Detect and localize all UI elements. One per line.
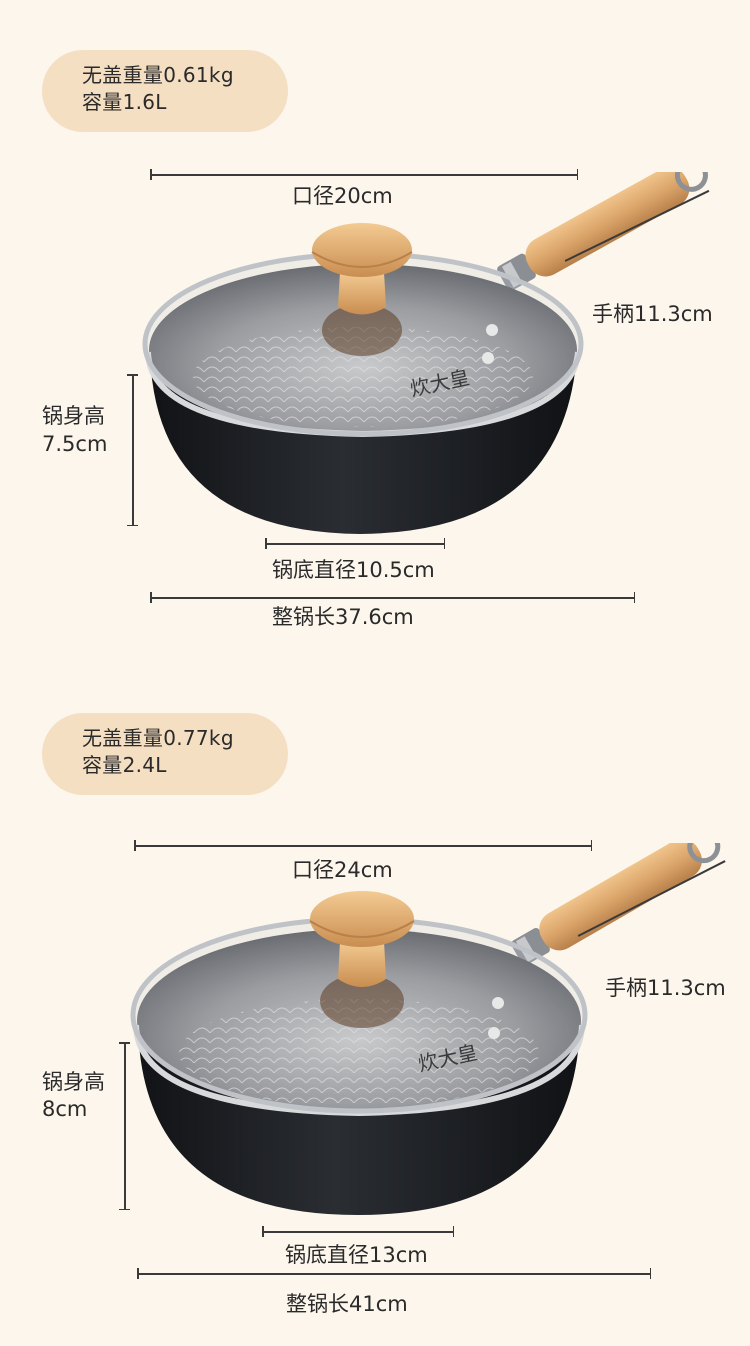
total-length-line — [150, 593, 635, 602]
wok-pan-image: 炊大皇 — [130, 843, 721, 1215]
body-height-label: 锅身高 — [42, 1070, 105, 1094]
bottom-diameter-line — [265, 539, 445, 548]
body-height-value: 8cm — [42, 1097, 88, 1121]
spec-badge: 无盖重量0.61kg 容量1.6L — [42, 50, 288, 132]
product-section-2: 无盖重量0.77kg 容量2.4L 口径24cm — [0, 673, 750, 1346]
handle-length-label: 手柄11.3cm — [605, 976, 726, 1000]
wok-pan-image: 炊大皇 — [142, 172, 708, 534]
body-height-label: 锅身高 — [42, 404, 105, 428]
bottom-diameter-line — [262, 1227, 454, 1236]
total-length-line — [137, 1269, 651, 1278]
bottom-diameter-label: 锅底直径10.5cm — [272, 558, 435, 582]
total-length-label: 整锅长41cm — [286, 1292, 408, 1316]
body-height-line — [128, 374, 137, 526]
capacity-text: 容量2.4L — [82, 753, 167, 777]
mouth-diameter-line — [134, 841, 592, 850]
spec-badge: 无盖重量0.77kg 容量2.4L — [42, 713, 288, 795]
mouth-diameter-label: 口径24cm — [292, 858, 393, 882]
body-height-value: 7.5cm — [42, 432, 108, 456]
bottom-diameter-label: 锅底直径13cm — [285, 1243, 428, 1267]
weight-text: 无盖重量0.61kg — [82, 63, 234, 87]
mouth-diameter-label: 口径20cm — [292, 184, 393, 208]
total-length-label: 整锅长37.6cm — [272, 605, 414, 629]
body-height-line — [120, 1042, 129, 1210]
weight-text: 无盖重量0.77kg — [82, 726, 234, 750]
mouth-diameter-line — [150, 170, 578, 179]
product-section-1: 无盖重量0.61kg 容量1.6L 口径20cm — [42, 50, 713, 629]
handle-length-label: 手柄11.3cm — [592, 302, 713, 326]
capacity-text: 容量1.6L — [82, 90, 167, 114]
